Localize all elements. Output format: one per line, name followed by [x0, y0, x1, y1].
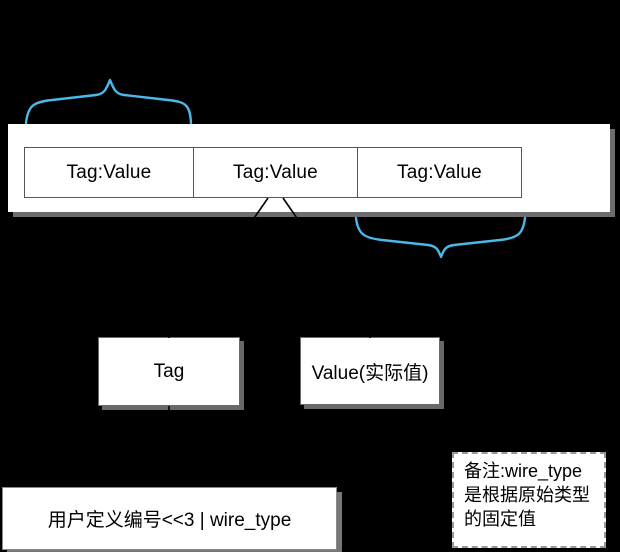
wire-type-note-box: 备注:wire_type 是根据原始类型 的固定值 — [452, 452, 606, 548]
field-cell-1[interactable]: Tag:Value — [24, 147, 194, 198]
note-line-3: 的固定值 — [464, 508, 536, 529]
note-line-2: 是根据原始类型 — [464, 484, 590, 505]
tag-formula-box[interactable]: 用户定义编号<<3 | wire_type — [2, 487, 337, 550]
message-fields-strip: Tag:Value Tag:Value Tag:Value — [8, 124, 610, 212]
field-cell-3[interactable]: Tag:Value — [357, 147, 522, 198]
note-line-1: 备注:wire_type — [464, 461, 583, 481]
tag-detail-box[interactable]: Tag — [98, 337, 240, 406]
field-cell-2[interactable]: Tag:Value — [193, 147, 358, 198]
top-curly-brace — [24, 78, 193, 125]
bottom-curly-brace — [354, 216, 527, 259]
value-detail-box[interactable]: Value(实际值) — [300, 337, 440, 405]
